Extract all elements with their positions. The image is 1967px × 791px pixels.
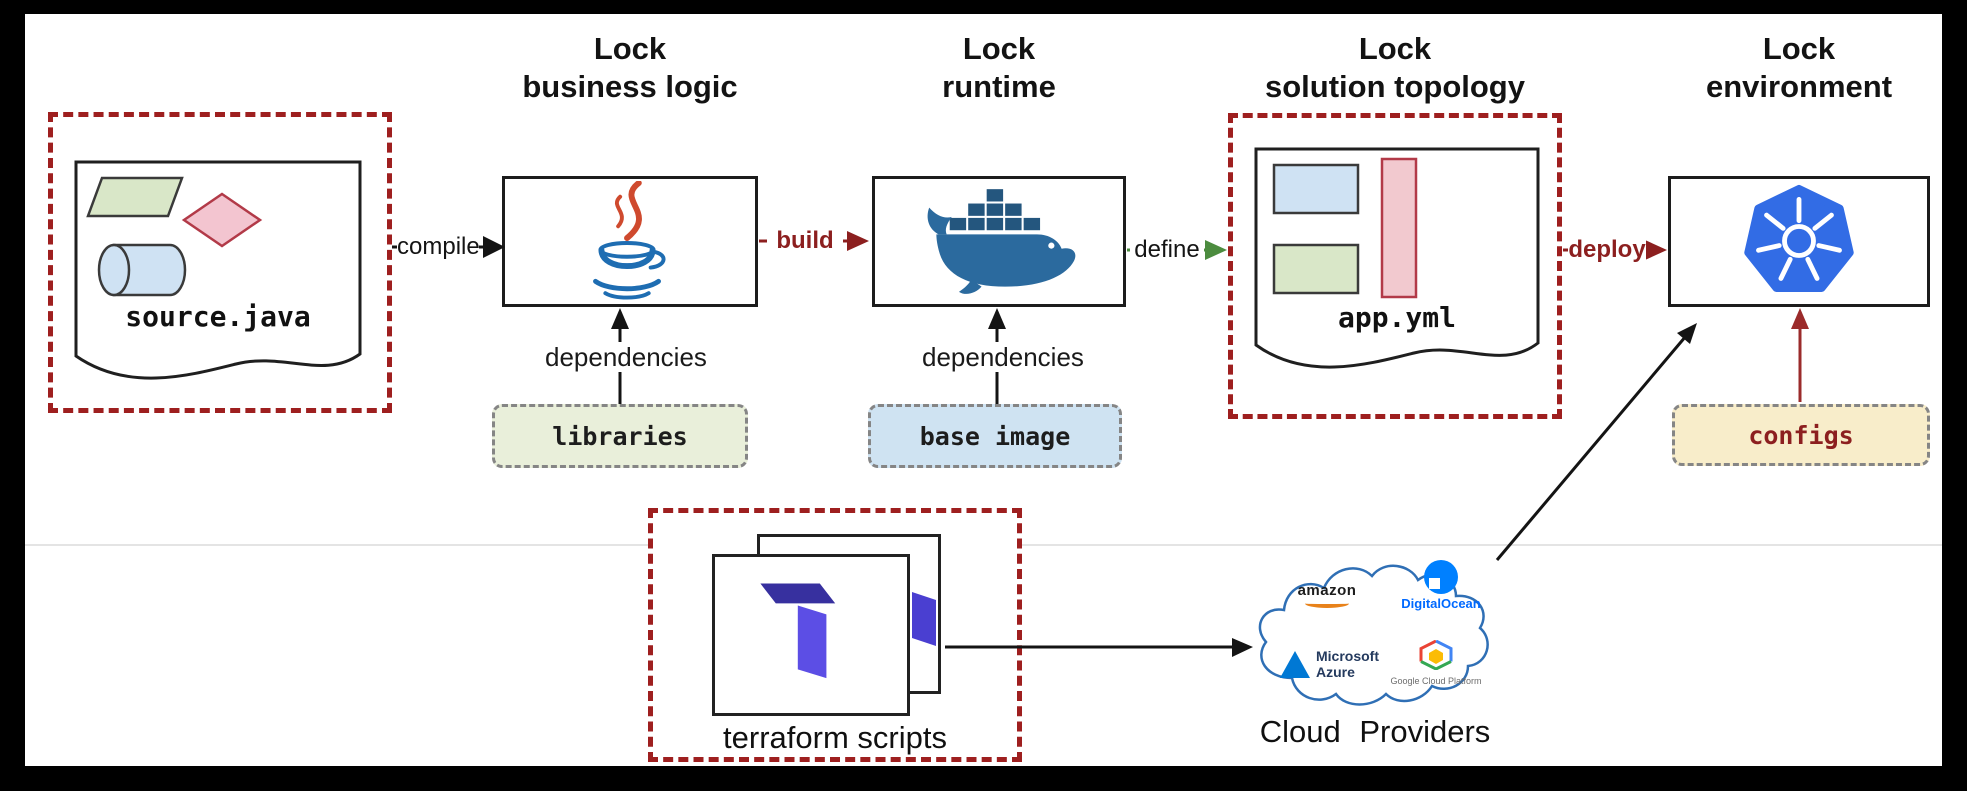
base-image-label: base image: [919, 421, 1071, 451]
title-lock-environment: Lock environment: [1705, 31, 1893, 104]
azure-label-azure: Azure: [1316, 664, 1355, 680]
gcp-icon: [1419, 639, 1453, 671]
docker-icon: [927, 189, 1076, 294]
blue-rect-shape-icon: [1272, 163, 1360, 215]
cylinder-shape-icon: [112, 243, 187, 297]
aws-smile-icon: [1305, 599, 1349, 608]
document-icon-source: [74, 160, 362, 380]
helm-spokes-icon: [1756, 197, 1842, 281]
digitalocean-logo: DigitalOcean: [1398, 560, 1484, 611]
pink-rect-shape-icon: [1380, 157, 1418, 299]
digitalocean-label: DigitalOcean: [1401, 596, 1481, 611]
dependencies-label-java: dependencies: [545, 342, 707, 372]
digitalocean-icon: [1424, 560, 1458, 594]
source-java-group-box: [48, 112, 392, 413]
green-rect-shape-icon: [1272, 243, 1360, 295]
terraform-icon: [760, 583, 836, 679]
base-image-box: base image: [868, 404, 1122, 468]
build-label: build: [767, 226, 843, 256]
app-yml-file-label: app.yml: [1337, 301, 1456, 334]
gcp-label: Google Cloud Platform: [1390, 676, 1482, 686]
define-label: define: [1130, 235, 1204, 265]
document-icon-app-yml: [1254, 147, 1540, 369]
libraries-label: libraries: [552, 421, 688, 451]
gcp-logo: Google Cloud Platform: [1390, 639, 1482, 686]
azure-logo: Microsoft Azure: [1280, 648, 1379, 680]
azure-icon: [1280, 650, 1310, 678]
title-lock-business-logic: Lock business logic: [522, 31, 738, 104]
java-icon: [593, 181, 666, 300]
parallelogram-shape-icon: [86, 176, 184, 218]
libraries-box: libraries: [492, 404, 748, 468]
cloud-providers-label: Cloud Providers: [1259, 714, 1491, 749]
title-lock-solution-topology: Lock solution topology: [1264, 31, 1525, 104]
configs-label: configs: [1748, 420, 1854, 450]
docker-containers-icon: [949, 189, 1041, 231]
deploy-label: deploy: [1568, 235, 1646, 265]
source-file-label: source.java: [125, 300, 311, 333]
azure-label-microsoft: Microsoft: [1316, 648, 1379, 664]
terraform-scripts-label: terraform scripts: [723, 720, 947, 755]
configs-box: configs: [1672, 404, 1930, 466]
title-lock-runtime: Lock runtime: [942, 31, 1056, 104]
aws-label: amazon: [1297, 582, 1357, 599]
terraform-icon-back: [912, 592, 936, 646]
aws-logo: amazon: [1292, 582, 1362, 608]
app-yml-group-box: [1228, 113, 1562, 419]
kubernetes-icon: [1744, 184, 1854, 292]
compile-label: compile: [397, 232, 480, 262]
dependencies-label-docker: dependencies: [922, 342, 1084, 372]
diamond-shape-icon: [181, 192, 263, 248]
